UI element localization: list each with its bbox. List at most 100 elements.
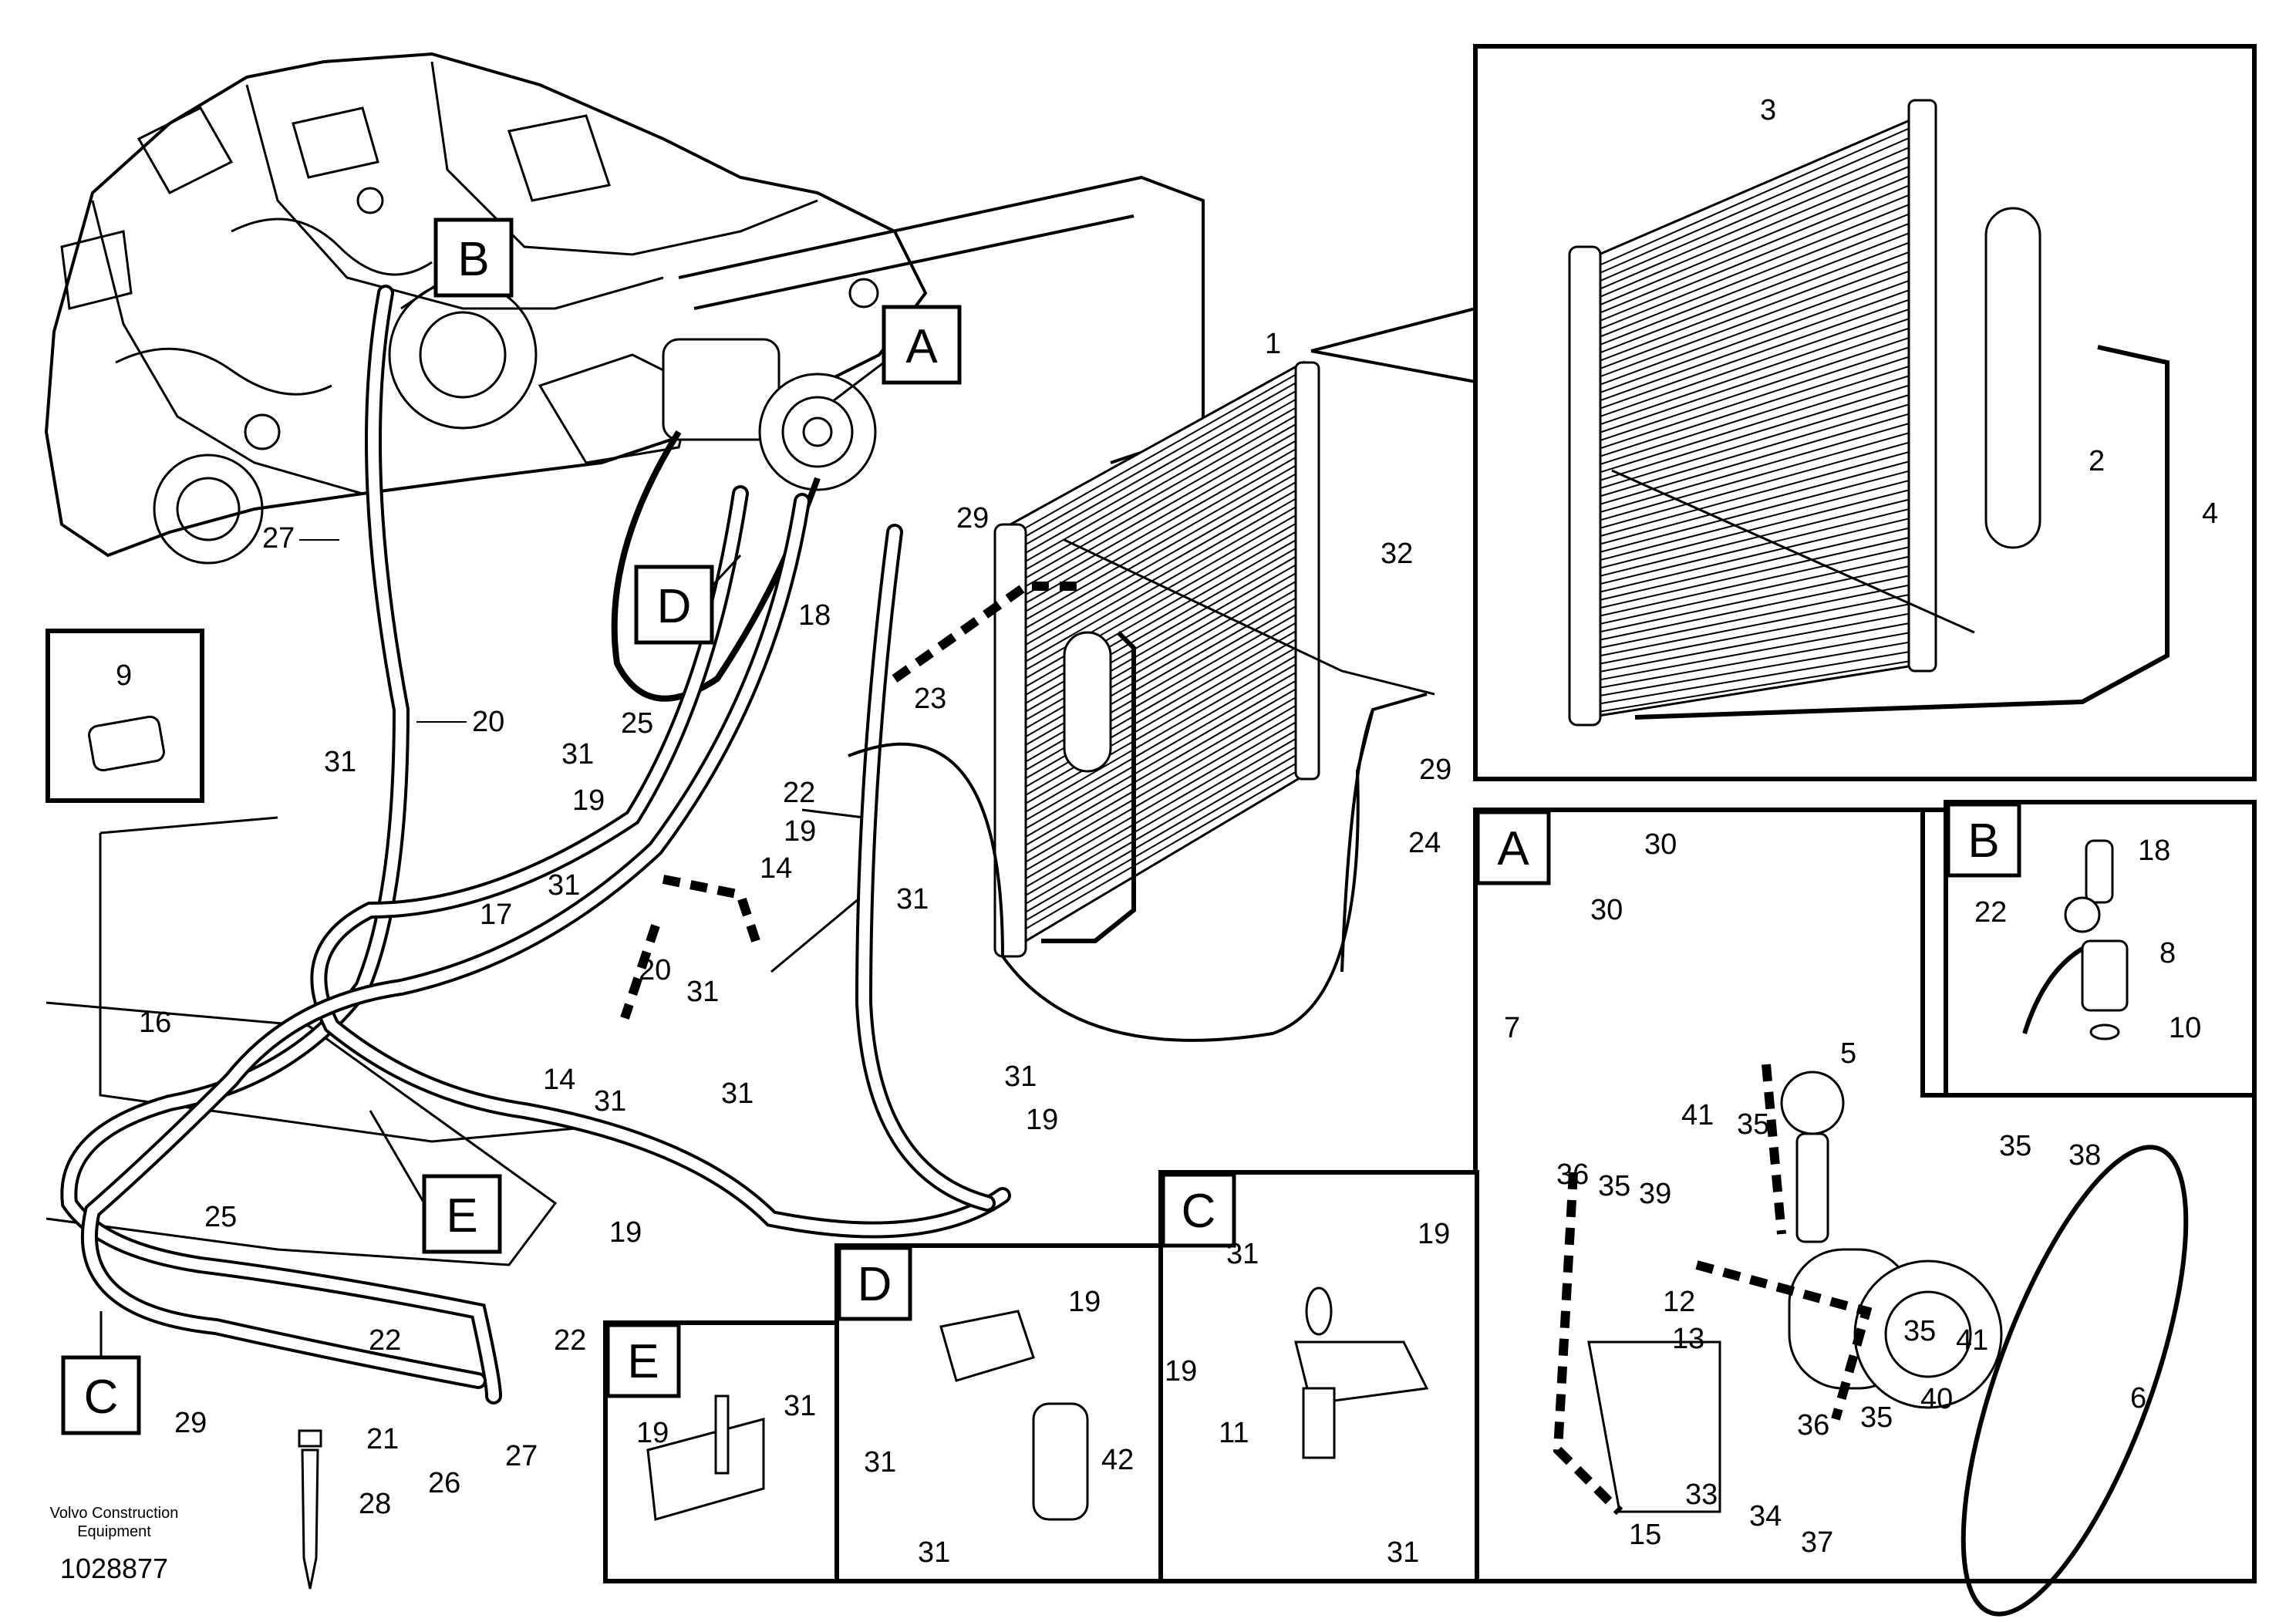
callout-35b: 35 (1598, 1170, 1630, 1202)
callout-19e: 19 (1418, 1218, 1450, 1250)
callout-22d: 22 (1974, 896, 2007, 929)
callout-36b: 36 (1797, 1409, 1829, 1442)
callout-33: 33 (1685, 1479, 1718, 1511)
callouts-detail-D: 19 31 42 31 (864, 1286, 1134, 1569)
callout-20b: 20 (639, 954, 671, 986)
callout-14a: 14 (760, 852, 792, 885)
callout-31g: 31 (721, 1077, 754, 1110)
condenser-main (993, 360, 1320, 958)
callout-38: 38 (2068, 1139, 2101, 1172)
callout-3: 3 (1760, 94, 1776, 126)
callout-6: 6 (2130, 1382, 2146, 1415)
callout-19b: 19 (784, 815, 816, 848)
callouts-inset: 3 2 4 (1760, 94, 2218, 530)
detail-tag-E: E (627, 1335, 659, 1388)
callout-16: 16 (139, 1007, 171, 1039)
callout-37: 37 (1801, 1526, 1833, 1559)
callout-17: 17 (480, 899, 512, 931)
callout-13: 13 (1672, 1323, 1704, 1355)
sensor-28 (298, 1429, 322, 1590)
callout-9: 9 (116, 659, 132, 692)
callout-31h: 31 (1004, 1061, 1037, 1093)
engine-block (44, 52, 928, 565)
callout-35a: 35 (1737, 1108, 1769, 1141)
callout-19a: 19 (572, 784, 605, 817)
callout-19c: 19 (1026, 1104, 1058, 1136)
callout-25b: 25 (204, 1201, 237, 1233)
callout-30b: 30 (1590, 894, 1623, 926)
callouts-detail-E: 31 19 (636, 1390, 816, 1449)
inset-condenser-box (1310, 44, 2257, 781)
callout-10: 10 (2169, 1012, 2201, 1044)
callout-35c: 35 (1999, 1130, 2031, 1162)
tag-B: B (457, 233, 489, 286)
callout-20a: 20 (472, 706, 504, 738)
callouts-main: 1 27 9 31 20 25 31 19 22 18 29 23 19 31 … (116, 328, 1451, 1520)
detail-tag-A: A (1497, 822, 1529, 875)
callout-31j: 31 (1387, 1536, 1419, 1569)
tag-leaders (99, 284, 885, 1357)
callout-5: 5 (1840, 1037, 1856, 1070)
callout-21: 21 (366, 1423, 399, 1455)
callout-2: 2 (2089, 445, 2105, 477)
callouts-detail-A: 30 30 7 5 41 35 36 35 39 35 38 12 13 35 … (1504, 828, 2146, 1559)
brand-line-1: Volvo Construction (50, 1505, 179, 1522)
callout-15: 15 (1629, 1519, 1661, 1551)
detail-A-box (1473, 808, 2257, 1617)
callout-28: 28 (359, 1488, 391, 1520)
callout-40: 40 (1920, 1383, 1953, 1415)
callout-30a: 30 (1644, 828, 1677, 861)
callout-41a: 41 (1681, 1099, 1714, 1131)
letter-tags: B A D E C A B C D E (61, 218, 2021, 1435)
callout-31b: 31 (561, 738, 594, 771)
box-9 (46, 629, 204, 803)
callout-22a: 22 (783, 777, 815, 809)
callout-4: 4 (2202, 497, 2218, 530)
callout-32: 32 (1381, 538, 1413, 570)
callout-31l: 31 (918, 1536, 950, 1569)
callout-31e: 31 (686, 976, 719, 1008)
detail-tag-B: B (1967, 814, 1999, 868)
callout-1: 1 (1265, 328, 1281, 360)
callout-29a: 29 (956, 502, 989, 534)
brand-line-2: Equipment (77, 1523, 151, 1540)
callouts-detail-B: 18 22 8 10 (1974, 835, 2201, 1044)
tag-E: E (446, 1189, 477, 1243)
callout-31m: 31 (784, 1390, 816, 1422)
callout-19h: 19 (636, 1417, 669, 1449)
callout-7: 7 (1504, 1012, 1520, 1044)
callout-36a: 36 (1556, 1158, 1589, 1191)
callout-39: 39 (1639, 1178, 1671, 1210)
callouts-detail-C: 31 19 19 11 31 (1165, 1218, 1450, 1569)
callout-11: 11 (1219, 1417, 1249, 1449)
callout-41b: 41 (1956, 1324, 1988, 1357)
callout-23: 23 (914, 683, 946, 715)
callout-35d: 35 (1903, 1315, 1936, 1347)
callout-24: 24 (1408, 827, 1441, 859)
detail-tag-C: C (1182, 1185, 1216, 1238)
callout-31a: 31 (324, 746, 356, 778)
callout-12: 12 (1663, 1286, 1695, 1318)
tag-C: C (84, 1371, 119, 1424)
callout-22b: 22 (369, 1324, 401, 1357)
drawing-number: 1028877 (60, 1553, 168, 1584)
compressor-on-engine (611, 338, 877, 702)
callout-27: 27 (262, 522, 295, 555)
callout-31i: 31 (1226, 1238, 1259, 1270)
hoses-main (60, 285, 1435, 1404)
callout-27b: 27 (505, 1440, 538, 1472)
callout-42: 42 (1101, 1444, 1134, 1476)
callout-29b: 29 (174, 1407, 207, 1439)
callout-31f: 31 (594, 1085, 626, 1118)
callout-34: 34 (1749, 1500, 1782, 1533)
callout-35e: 35 (1860, 1401, 1893, 1434)
tag-D: D (657, 580, 692, 633)
callout-25a: 25 (621, 707, 653, 740)
tag-A: A (905, 320, 938, 373)
callout-18b: 18 (2138, 835, 2170, 867)
detail-tag-D: D (858, 1258, 892, 1311)
callout-31c: 31 (896, 883, 929, 916)
callout-19g: 19 (1068, 1286, 1101, 1318)
callout-22c: 22 (554, 1324, 586, 1357)
